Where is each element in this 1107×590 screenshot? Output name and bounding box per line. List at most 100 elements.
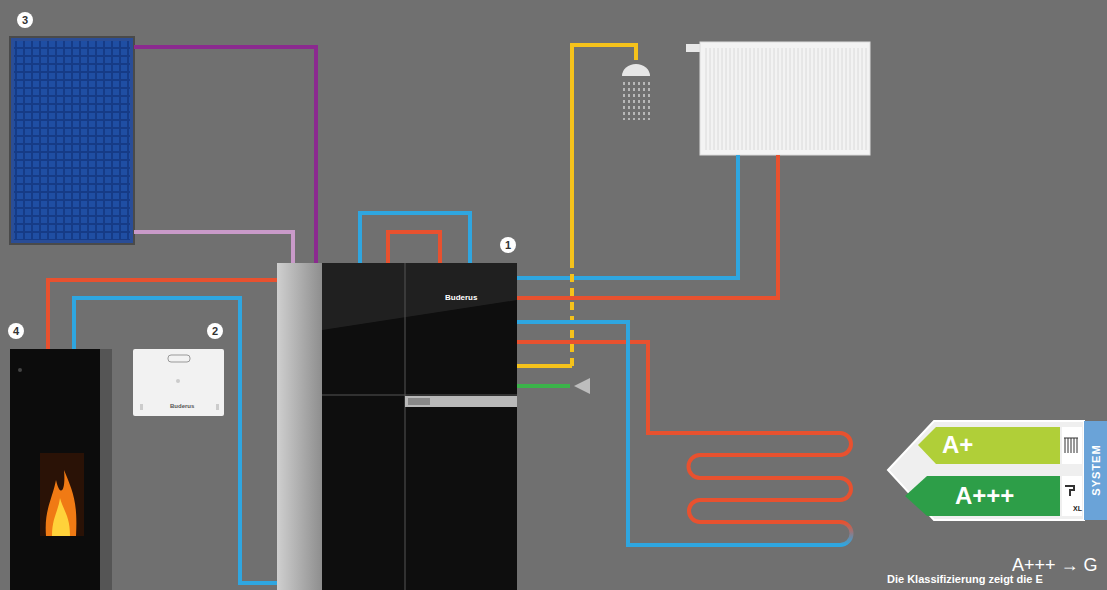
radiator-pipes	[517, 155, 778, 298]
radiator	[826, 48, 827, 150]
radiator	[822, 48, 823, 150]
radiator	[842, 48, 843, 150]
pipe-connector	[134, 47, 316, 263]
heat-pump-unit	[322, 263, 517, 590]
radiator	[810, 48, 811, 150]
heat-pump-unit	[405, 396, 517, 407]
energy-label	[905, 476, 1060, 516]
radiator	[778, 48, 779, 150]
solar-collector-box: 3	[10, 37, 134, 244]
radiator	[814, 48, 815, 150]
radiator	[726, 48, 727, 150]
pellet-stove	[10, 349, 112, 590]
radiator	[730, 48, 731, 150]
energy-label	[1062, 476, 1082, 516]
radiator	[714, 48, 715, 150]
shower-head	[622, 64, 650, 120]
hot-water-pipe	[570, 262, 574, 366]
radiator	[750, 48, 751, 150]
solar-collector	[10, 37, 134, 244]
energy-label	[1071, 438, 1072, 453]
energy-label	[888, 421, 1084, 520]
pipe-connector	[74, 298, 277, 583]
radiator	[806, 48, 807, 150]
pipe-connector	[134, 232, 293, 263]
radiator	[786, 48, 787, 150]
brand-name: Buderus	[445, 293, 477, 302]
hot-water-pipe	[517, 364, 572, 368]
controller	[140, 404, 143, 410]
heat-pump-unit	[405, 263, 406, 590]
radiator	[866, 48, 867, 150]
controller-box: 2Buderus	[133, 349, 224, 416]
energy-label	[1065, 486, 1074, 496]
shower-head	[628, 82, 630, 120]
radiator	[710, 48, 711, 150]
cold-water-inlet	[517, 384, 570, 388]
energy-label	[1064, 438, 1078, 453]
controller	[216, 404, 219, 410]
energy-label	[1074, 438, 1075, 453]
heat-pump-unit	[277, 263, 517, 590]
energy-label	[1068, 438, 1069, 453]
radiator	[686, 42, 870, 155]
water-class-bar: A+++XL	[905, 476, 1082, 516]
pellet-stove	[52, 498, 70, 536]
radiator	[734, 48, 735, 150]
controller	[133, 349, 224, 416]
brand-name: Buderus	[170, 403, 194, 409]
radiator	[770, 48, 771, 150]
pellet-stove	[46, 470, 77, 536]
shower-head	[648, 82, 650, 120]
caption-note: Die Klassifizierung zeigt die E	[887, 573, 1043, 585]
radiator	[718, 48, 719, 150]
cold-water-inlet	[517, 378, 590, 394]
radiator	[850, 48, 851, 150]
radiator	[838, 48, 839, 150]
shower-head	[643, 82, 645, 120]
efficiency-class: A+++	[955, 482, 1014, 510]
heat-pump-box: 1Buderus	[277, 263, 517, 590]
shower-head	[633, 82, 635, 120]
hot-water-pipe	[572, 45, 636, 262]
radiator	[834, 48, 835, 150]
floor-heating	[517, 322, 840, 545]
radiator-pipes	[517, 155, 778, 298]
heating-class-bar: A+	[918, 427, 1082, 464]
radiator	[742, 48, 743, 150]
heat-pump-unit	[277, 263, 322, 590]
floor-heating	[840, 522, 852, 545]
radiator	[862, 48, 863, 150]
radiator	[798, 48, 799, 150]
floor-heating	[517, 322, 852, 545]
radiator	[700, 42, 870, 155]
energy-label	[1077, 438, 1078, 453]
radiator-pipes	[517, 155, 738, 278]
callout-number: 1	[500, 237, 516, 253]
shower-head	[624, 82, 649, 120]
heat-pump-unit	[408, 398, 430, 405]
pipe-connector	[48, 280, 277, 349]
pellet-stove	[10, 349, 112, 590]
controller	[168, 355, 190, 362]
radiator	[758, 48, 759, 150]
cold-water-inlet	[574, 378, 590, 394]
stove-box: 4	[10, 349, 112, 590]
radiator	[794, 48, 795, 150]
energy-label	[888, 421, 1107, 520]
energy-label	[1062, 427, 1082, 464]
shower-head	[638, 82, 640, 120]
hot-water-pipe	[517, 45, 636, 366]
solar-collector	[10, 37, 134, 244]
callout-number: 4	[8, 323, 24, 339]
pellet-stove	[40, 453, 84, 536]
heat-pump-unit	[322, 263, 517, 330]
radiator	[782, 48, 783, 150]
controller	[133, 349, 224, 416]
radiator	[754, 48, 755, 150]
radiator	[790, 48, 791, 150]
